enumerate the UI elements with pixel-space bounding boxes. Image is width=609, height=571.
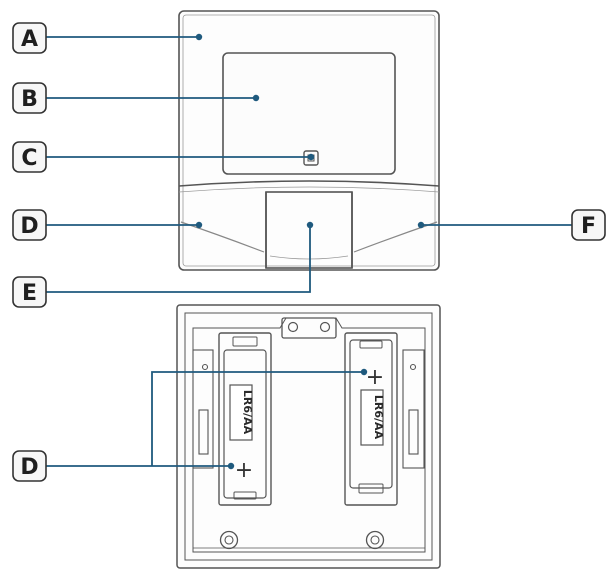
button-row-top-edge: [178, 180, 440, 187]
callout-a-label: A: [21, 27, 38, 52]
callout-d-back-label: D: [20, 455, 38, 480]
callout-c-label: C: [21, 146, 37, 171]
right-battery-plus-icon: +: [366, 365, 384, 390]
back-view: [176, 304, 441, 569]
callout-f-label: F: [581, 214, 596, 239]
back-housing-inner-frame: [184, 312, 433, 561]
callout-b: B: [12, 82, 47, 114]
bottom-right-screw: [365, 530, 385, 550]
right-battery-label: LR6/AA: [372, 395, 385, 440]
right-battery-compartment: [344, 332, 398, 506]
right-side-clip: [402, 349, 425, 469]
front-housing-inner-edge: [182, 14, 436, 267]
display-window: [222, 52, 396, 175]
callout-e-label: E: [22, 281, 37, 306]
back-housing: [176, 304, 441, 569]
left-battery-compartment: [218, 332, 272, 506]
left-side-clip: [192, 349, 214, 469]
bottom-left-screw: [219, 530, 239, 550]
front-view: [178, 10, 440, 271]
callout-f: F: [571, 209, 606, 241]
leader-endpoints: [195, 33, 425, 470]
leader-d-back-bracket: [151, 371, 364, 466]
callout-b-label: B: [21, 87, 38, 112]
leader-lines: [46, 36, 572, 467]
callout-d-front-label: D: [20, 214, 38, 239]
callout-d-front: D: [12, 209, 47, 241]
callout-e: E: [12, 276, 47, 308]
left-battery-plus-icon: +: [235, 458, 253, 483]
callout-c: C: [12, 141, 47, 173]
leader-e: [46, 225, 311, 293]
left-battery-label-box: LR6/AA: [229, 384, 254, 441]
button-row-top-edge-inner: [178, 186, 440, 193]
right-battery-label-box: LR6/AA: [360, 389, 385, 446]
left-battery-label: LR6/AA: [241, 390, 254, 435]
top-clip: [281, 317, 337, 339]
callout-d-back: D: [12, 450, 47, 482]
callout-a: A: [12, 22, 47, 54]
center-button-lower-edge: [269, 255, 349, 260]
